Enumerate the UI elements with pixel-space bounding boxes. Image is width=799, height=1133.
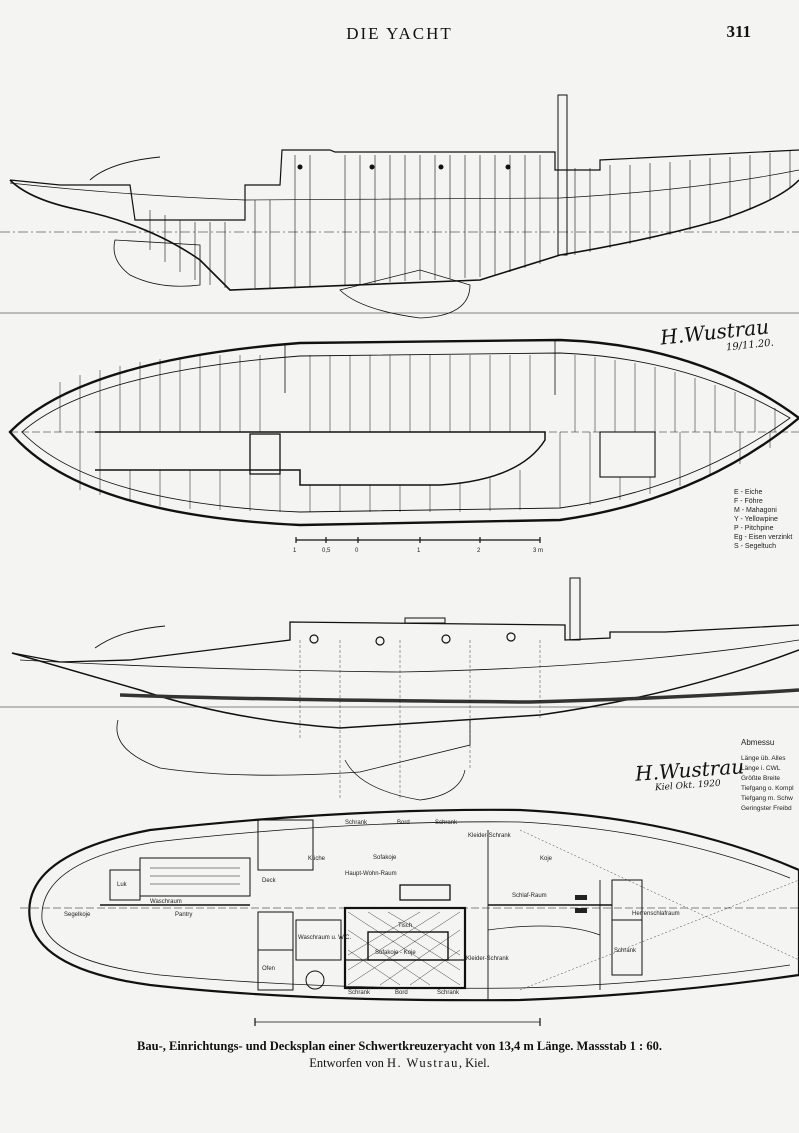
room-label: Koje <box>540 856 553 862</box>
material-legend: E - Eiche F - Föhre M - Mahagoni Y - Yel… <box>734 488 792 551</box>
room-label: Bord <box>395 990 408 996</box>
room-label: Segelkoje <box>64 912 91 918</box>
room-label: Schlaf-Raum <box>512 893 547 899</box>
caption-title: Bau-, Einrichtungs- und Decksplan einer … <box>137 1039 574 1053</box>
room-label: Schrank <box>437 990 460 996</box>
room-label: Sofakoje - Koje <box>375 950 416 956</box>
outboard-profile <box>0 577 799 801</box>
room-label: Tisch <box>398 923 413 929</box>
scale-label: 1 <box>417 548 421 554</box>
room-label: Schrank <box>435 820 458 826</box>
room-label: Pantry <box>175 912 193 918</box>
scale-label: 2 <box>477 548 481 554</box>
dimension-row: Länge üb. Alles <box>741 755 786 762</box>
legend-item: F - Föhre <box>734 498 763 505</box>
dimensions-table: Abmessu Länge üb. Alles Länge i. CWL Grö… <box>741 738 794 814</box>
credit-prefix: Entworfen von <box>309 1056 384 1070</box>
caption-scale: Massstab 1 : 60. <box>576 1039 662 1053</box>
room-label: Waschraum <box>150 899 182 905</box>
accommodation-plan <box>20 808 799 1026</box>
dimension-row: Geringster Freibd <box>741 805 792 812</box>
room-label: Bord <box>397 820 410 826</box>
dimension-row: Tiefgang o. Kompl <box>741 785 794 792</box>
page-title: DIE YACHT <box>346 24 453 43</box>
designer-name: H. Wustrau <box>386 1056 459 1070</box>
legend-item: Y - Yellowpine <box>734 516 778 523</box>
room-label: Schrank <box>348 990 371 996</box>
room-label: Kleider-Schrank <box>466 956 509 962</box>
legend-item: M - Mahagoni <box>734 507 777 514</box>
legend-item: E - Eiche <box>734 489 763 496</box>
dimension-row: Länge i. CWL <box>741 765 781 772</box>
room-label: Küche <box>308 856 326 862</box>
scale-label: 3 m <box>533 548 543 554</box>
scale-label: 0 <box>355 548 359 554</box>
designer-place: , Kiel. <box>458 1056 490 1070</box>
room-label: Schrank <box>345 820 368 826</box>
legend-item: Eg - Eisen verzinkt <box>734 534 793 541</box>
room-label: Kleider-Schrank <box>468 833 511 839</box>
dimensions-heading: Abmessu <box>741 738 775 747</box>
construction-profile <box>0 94 799 319</box>
construction-deck-plan <box>8 338 799 543</box>
legend-item: P - Pitchpine <box>734 525 774 532</box>
room-label: Schrank <box>614 948 637 954</box>
room-label: Waschraum u. W.C. <box>298 935 352 941</box>
room-label: Ofen <box>262 966 276 972</box>
scale-label: 0,5 <box>322 548 331 554</box>
room-label: Haupt-Wohn-Raum <box>345 871 397 877</box>
dimension-row: Tiefgang m. Schw <box>741 795 793 802</box>
dimension-row: Größte Breite <box>741 775 781 782</box>
room-label: Sofakoje <box>373 855 397 861</box>
scale-label: 1 <box>293 548 297 554</box>
room-label: Deck <box>262 878 276 884</box>
figure-credit: Entworfen von H. Wustrau, Kiel. <box>0 1055 799 1072</box>
figure-caption: Bau-, Einrichtungs- und Decksplan einer … <box>0 1038 799 1055</box>
room-label: Luk <box>117 882 127 888</box>
page-number: 311 <box>726 22 751 41</box>
room-label: Herrenschlafraum <box>632 911 680 917</box>
legend-item: S - Segeltuch <box>734 543 777 550</box>
